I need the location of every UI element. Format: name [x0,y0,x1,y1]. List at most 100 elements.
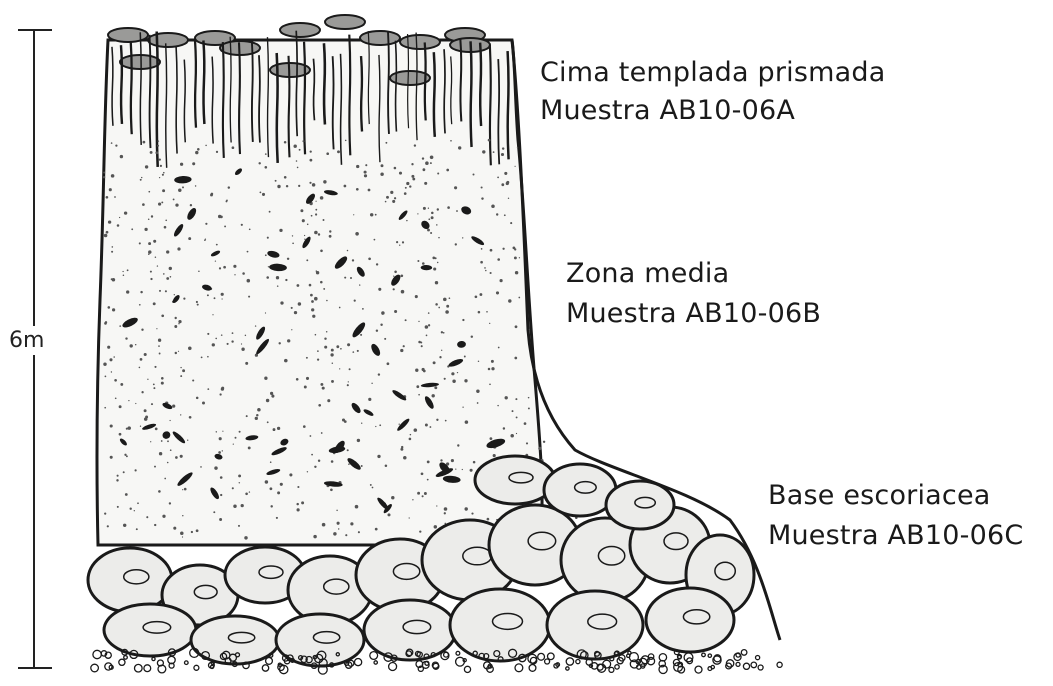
stipple-dot [222,431,223,432]
stipple-dot [311,300,314,303]
rubble-pebble [124,656,128,660]
stipple-dot [178,323,179,324]
stipple-dot [111,174,115,178]
column-joint-line [212,57,213,144]
rubble-pebble [538,653,545,660]
stipple-dot [116,479,118,481]
stipple-dot [445,310,449,314]
stipple-dot [345,140,347,142]
stipple-dot [489,383,491,385]
stipple-dot [265,153,267,155]
stipple-dot [245,493,248,496]
stipple-dot [172,405,175,408]
stipple-dot [376,329,378,331]
stipple-dot [117,224,120,227]
column-joint-line [184,60,185,143]
stipple-dot [514,166,515,167]
stipple-dot [393,275,394,276]
stipple-dot [436,505,437,506]
stipple-dot [180,163,183,166]
stipple-dot [476,389,479,392]
stipple-dot [512,410,514,412]
stipple-dot [337,522,340,525]
stipple-dot [258,162,260,164]
stipple-dot [180,455,183,458]
stipple-dot [311,454,313,456]
stipple-dot [330,353,333,356]
stipple-dot [196,397,199,400]
column-joint-line [480,43,481,126]
rubble-pebble [628,651,631,654]
scoria-block [450,589,550,661]
stipple-dot [506,181,509,184]
stipple-dot [140,179,142,181]
scoria-block [475,456,555,504]
stipple-dot [435,303,438,306]
rubble-pebble [684,653,693,662]
stipple-dot [153,240,156,243]
rubble-pebble [185,661,189,665]
stipple-dot [284,359,288,363]
stipple-dot [486,311,488,313]
stipple-dot [140,426,141,427]
stipple-dot [213,511,215,513]
stipple-dot [424,182,427,185]
stipple-dot [430,156,434,160]
stipple-dot [518,297,520,299]
stipple-dot [220,476,223,479]
stipple-dot [338,528,339,529]
stipple-dot [191,531,193,533]
rubble-pebble [566,658,573,665]
column-joint-line [498,59,499,164]
stipple-dot [428,312,430,314]
stipple-dot [402,241,404,243]
stipple-dot [202,402,205,405]
rubble-pebble [389,663,397,671]
stipple-dot [450,140,452,142]
stipple-dot [125,337,127,339]
column-joint-line [112,47,113,126]
stipple-dot [318,233,320,235]
stipple-dot [361,465,363,467]
stipple-dot [123,524,126,527]
stipple-dot [245,362,248,365]
stipple-dot [155,428,158,431]
stipple-dot [190,204,192,206]
stipple-dot [120,383,123,386]
stipple-dot [248,446,251,449]
stipple-dot [267,421,269,423]
stipple-dot [415,295,418,298]
stipple-dot [376,263,378,265]
stipple-dot [182,489,183,490]
column-joint-line [296,31,297,136]
column-joint-line [304,42,305,154]
column-joint-line [239,42,240,154]
stipple-dot [227,343,229,345]
stipple-dot [161,201,163,203]
stipple-dot [198,270,200,272]
stipple-dot [456,210,458,212]
stipple-dot [117,475,119,477]
stipple-dot [370,484,372,486]
stipple-dot [406,182,409,185]
stipple-dot [437,262,438,263]
stipple-dot [394,197,396,199]
column-joint-line [313,59,314,121]
stipple-dot [350,277,352,279]
stipple-dot [131,228,133,230]
stipple-dot [112,278,116,282]
stipple-dot [375,426,376,427]
stipple-dot [255,417,258,420]
column-joint-line [379,55,380,162]
stipple-dot [516,416,518,418]
stipple-dot [141,391,143,393]
stipple-dot [292,235,293,236]
stipple-dot [268,266,269,267]
stipple-dot [160,165,162,167]
stipple-dot [265,166,268,169]
stipple-dot [446,169,449,172]
stipple-dot [374,239,376,241]
stipple-dot [158,490,161,493]
stipple-dot [262,193,265,196]
column-top [148,33,188,47]
